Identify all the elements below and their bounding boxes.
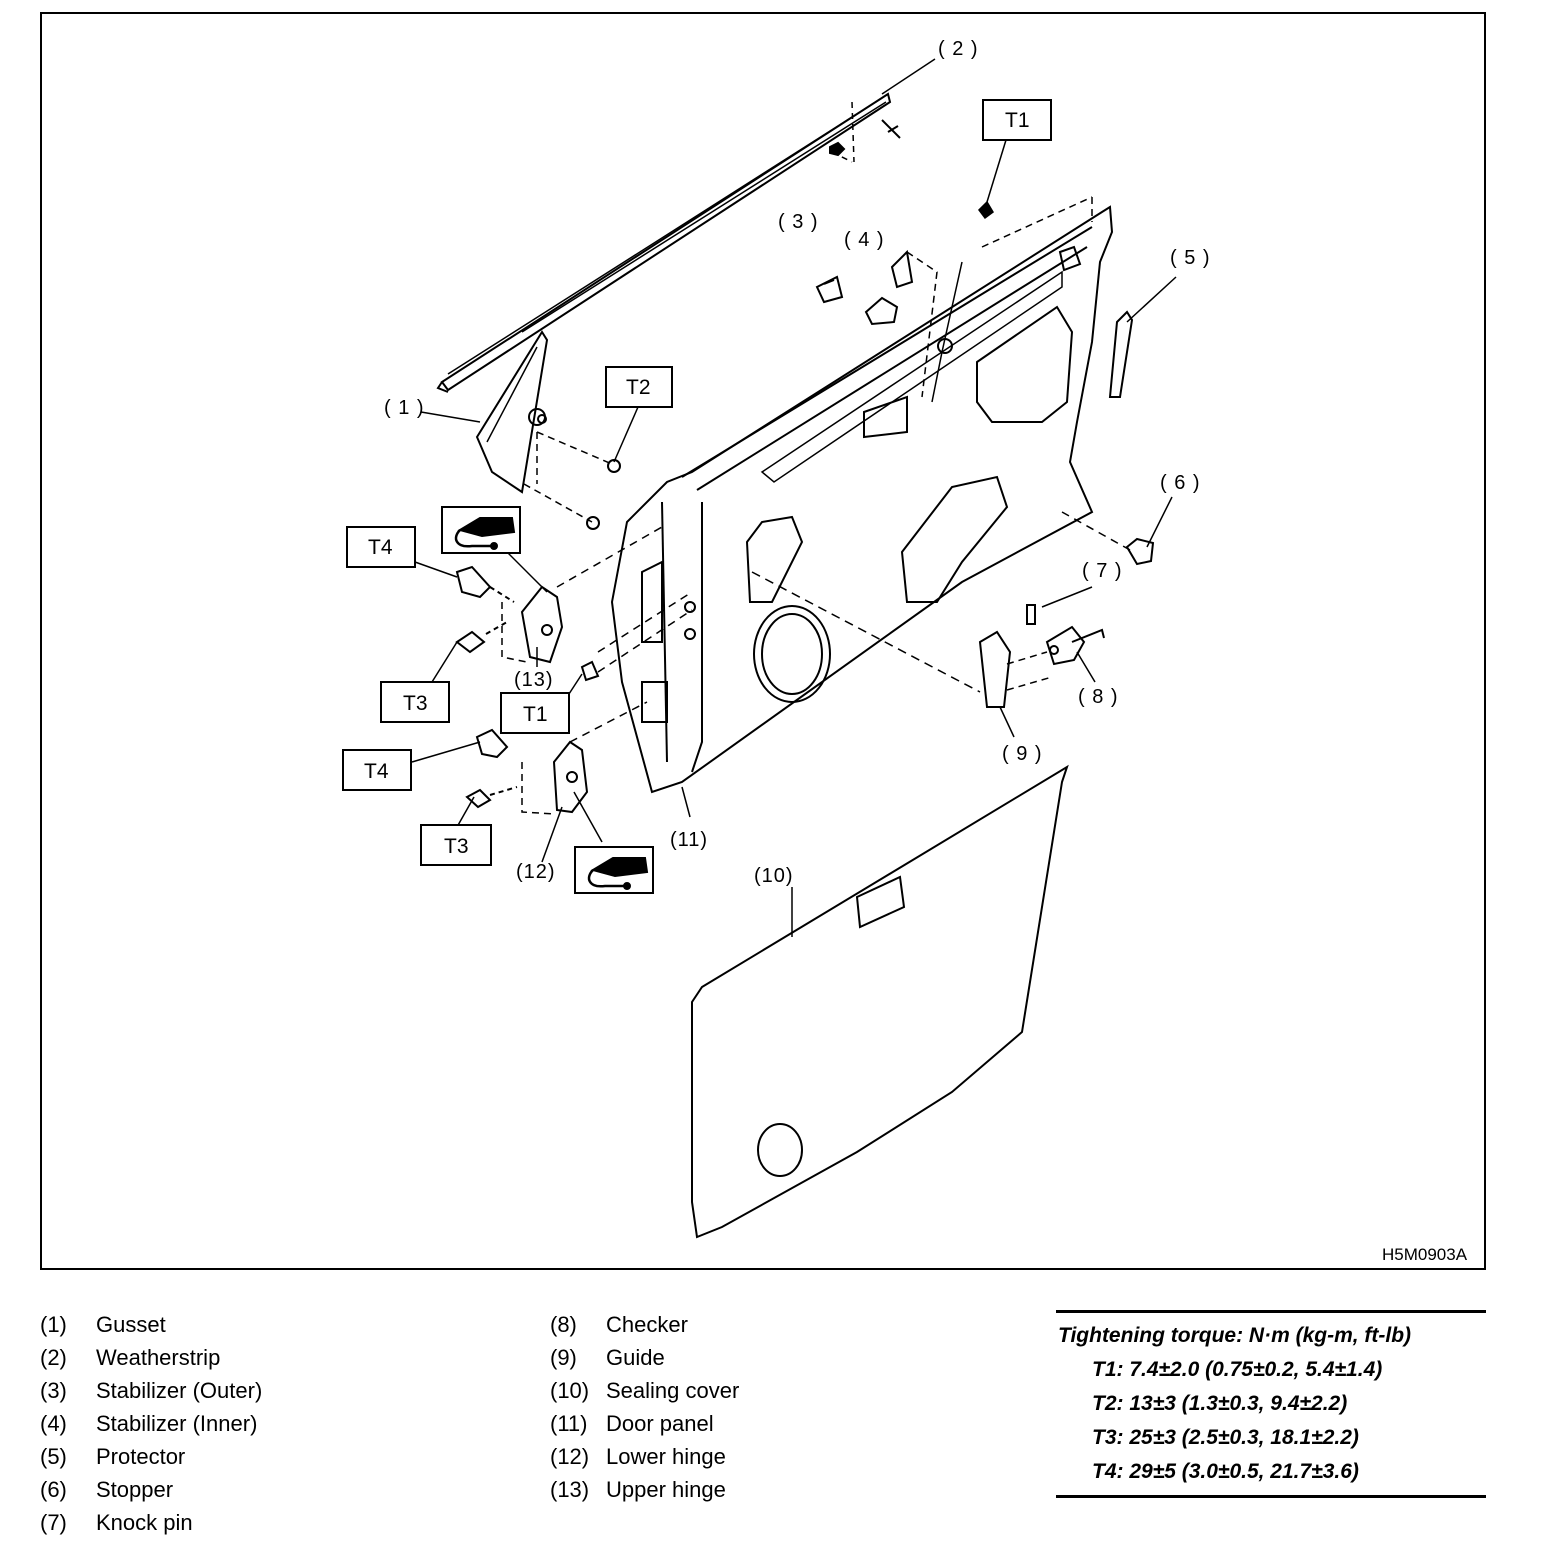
callout-12: (12) <box>516 861 556 883</box>
knock-pin <box>1026 604 1036 625</box>
callout-10: (10) <box>754 865 794 887</box>
leader-lines <box>411 58 1177 937</box>
legend-item: (3)Stabilizer (Outer) <box>40 1378 263 1403</box>
callout-2: ( 2 ) <box>938 38 979 60</box>
torque-tag-t3-upper: T3 <box>380 681 450 723</box>
callout-7: ( 7 ) <box>1082 560 1123 582</box>
callout-3: ( 3 ) <box>778 211 819 233</box>
torque-spec-t2: T2: 13±3 (1.3±0.3, 9.4±2.2) <box>1092 1392 1348 1415</box>
legend-item: (8)Checker <box>550 1312 688 1337</box>
legend-item: (2)Weatherstrip <box>40 1345 221 1370</box>
legend-item: (12)Lower hinge <box>550 1444 726 1469</box>
callout-8: ( 8 ) <box>1078 686 1119 708</box>
svg-text:T2: T2 <box>626 376 651 399</box>
callout-11: (11) <box>670 829 708 851</box>
torque-spec-t3: T3: 25±3 (2.5±0.3, 18.1±2.2) <box>1092 1426 1359 1449</box>
lower-hinge <box>465 701 648 815</box>
svg-text:T3: T3 <box>403 692 428 715</box>
gusset <box>475 330 621 530</box>
torque-tag-t4-upper: T4 <box>346 526 416 568</box>
door-panel <box>610 196 1114 794</box>
legend-right: (8)Checker (9)Guide (10)Sealing cover (1… <box>550 1308 739 1506</box>
grease-icon <box>574 846 654 894</box>
figure-code: H5M0903A <box>1382 1245 1468 1264</box>
callout-1: ( 1 ) <box>384 397 425 419</box>
legend-item: (13)Upper hinge <box>550 1477 726 1502</box>
torque-tag-t2: T2 <box>605 366 673 408</box>
grease-icon <box>441 506 521 554</box>
torque-title: Tightening torque: N·m (kg-m, ft-lb) <box>1058 1324 1412 1347</box>
torque-tag-t1-top: T1 <box>982 99 1052 141</box>
exploded-door-diagram: ( 2 ) ( 3 ) ( 4 ) ( 5 ) ( 1 ) ( 6 ) ( 7 … <box>40 12 1486 1270</box>
svg-text:T4: T4 <box>364 760 389 783</box>
torque-tag-t3-lower: T3 <box>420 824 492 866</box>
legend-item: (5)Protector <box>40 1444 186 1469</box>
svg-text:T1: T1 <box>523 703 548 726</box>
legend-item: (1)Gusset <box>40 1312 166 1337</box>
protector <box>1108 310 1134 398</box>
callout-5: ( 5 ) <box>1170 247 1211 269</box>
legend-item: (11)Door panel <box>550 1411 714 1436</box>
callout-6: ( 6 ) <box>1160 472 1201 494</box>
torque-spec-t4: T4: 29±5 (3.0±0.5, 21.7±3.6) <box>1092 1460 1359 1483</box>
guide <box>751 571 1053 708</box>
legend-item: (9)Guide <box>550 1345 665 1370</box>
torque-tag-t4-lower: T4 <box>342 749 412 791</box>
weatherstrip <box>436 92 901 393</box>
stabilizer-outer <box>815 275 844 304</box>
checker <box>1045 625 1105 666</box>
upper-hinge <box>455 526 693 682</box>
svg-text:T1: T1 <box>1005 109 1030 132</box>
legend-item: (7)Knock pin <box>40 1510 193 1535</box>
torque-tag-t1-mid: T1 <box>500 692 570 734</box>
stopper <box>1061 511 1155 566</box>
callout-13: (13) <box>514 669 554 691</box>
torque-spec-table: Tightening torque: N·m (kg-m, ft-lb) T1:… <box>1056 1310 1486 1498</box>
torque-spec-t1: T1: 7.4±2.0 (0.75±0.2, 5.4±1.4) <box>1092 1358 1383 1381</box>
svg-text:T4: T4 <box>368 536 393 559</box>
stabilizer-inner <box>864 249 938 398</box>
legend-left: (1)Gusset (2)Weatherstrip (3)Stabilizer … <box>40 1308 262 1539</box>
legend-item: (6)Stopper <box>40 1477 174 1502</box>
callout-4: ( 4 ) <box>844 229 885 251</box>
svg-text:T3: T3 <box>444 835 469 858</box>
legend-item: (10)Sealing cover <box>550 1378 740 1403</box>
legend-item: (4)Stabilizer (Inner) <box>40 1411 258 1436</box>
callout-9: ( 9 ) <box>1002 743 1043 765</box>
sealing-cover <box>691 764 1069 1239</box>
